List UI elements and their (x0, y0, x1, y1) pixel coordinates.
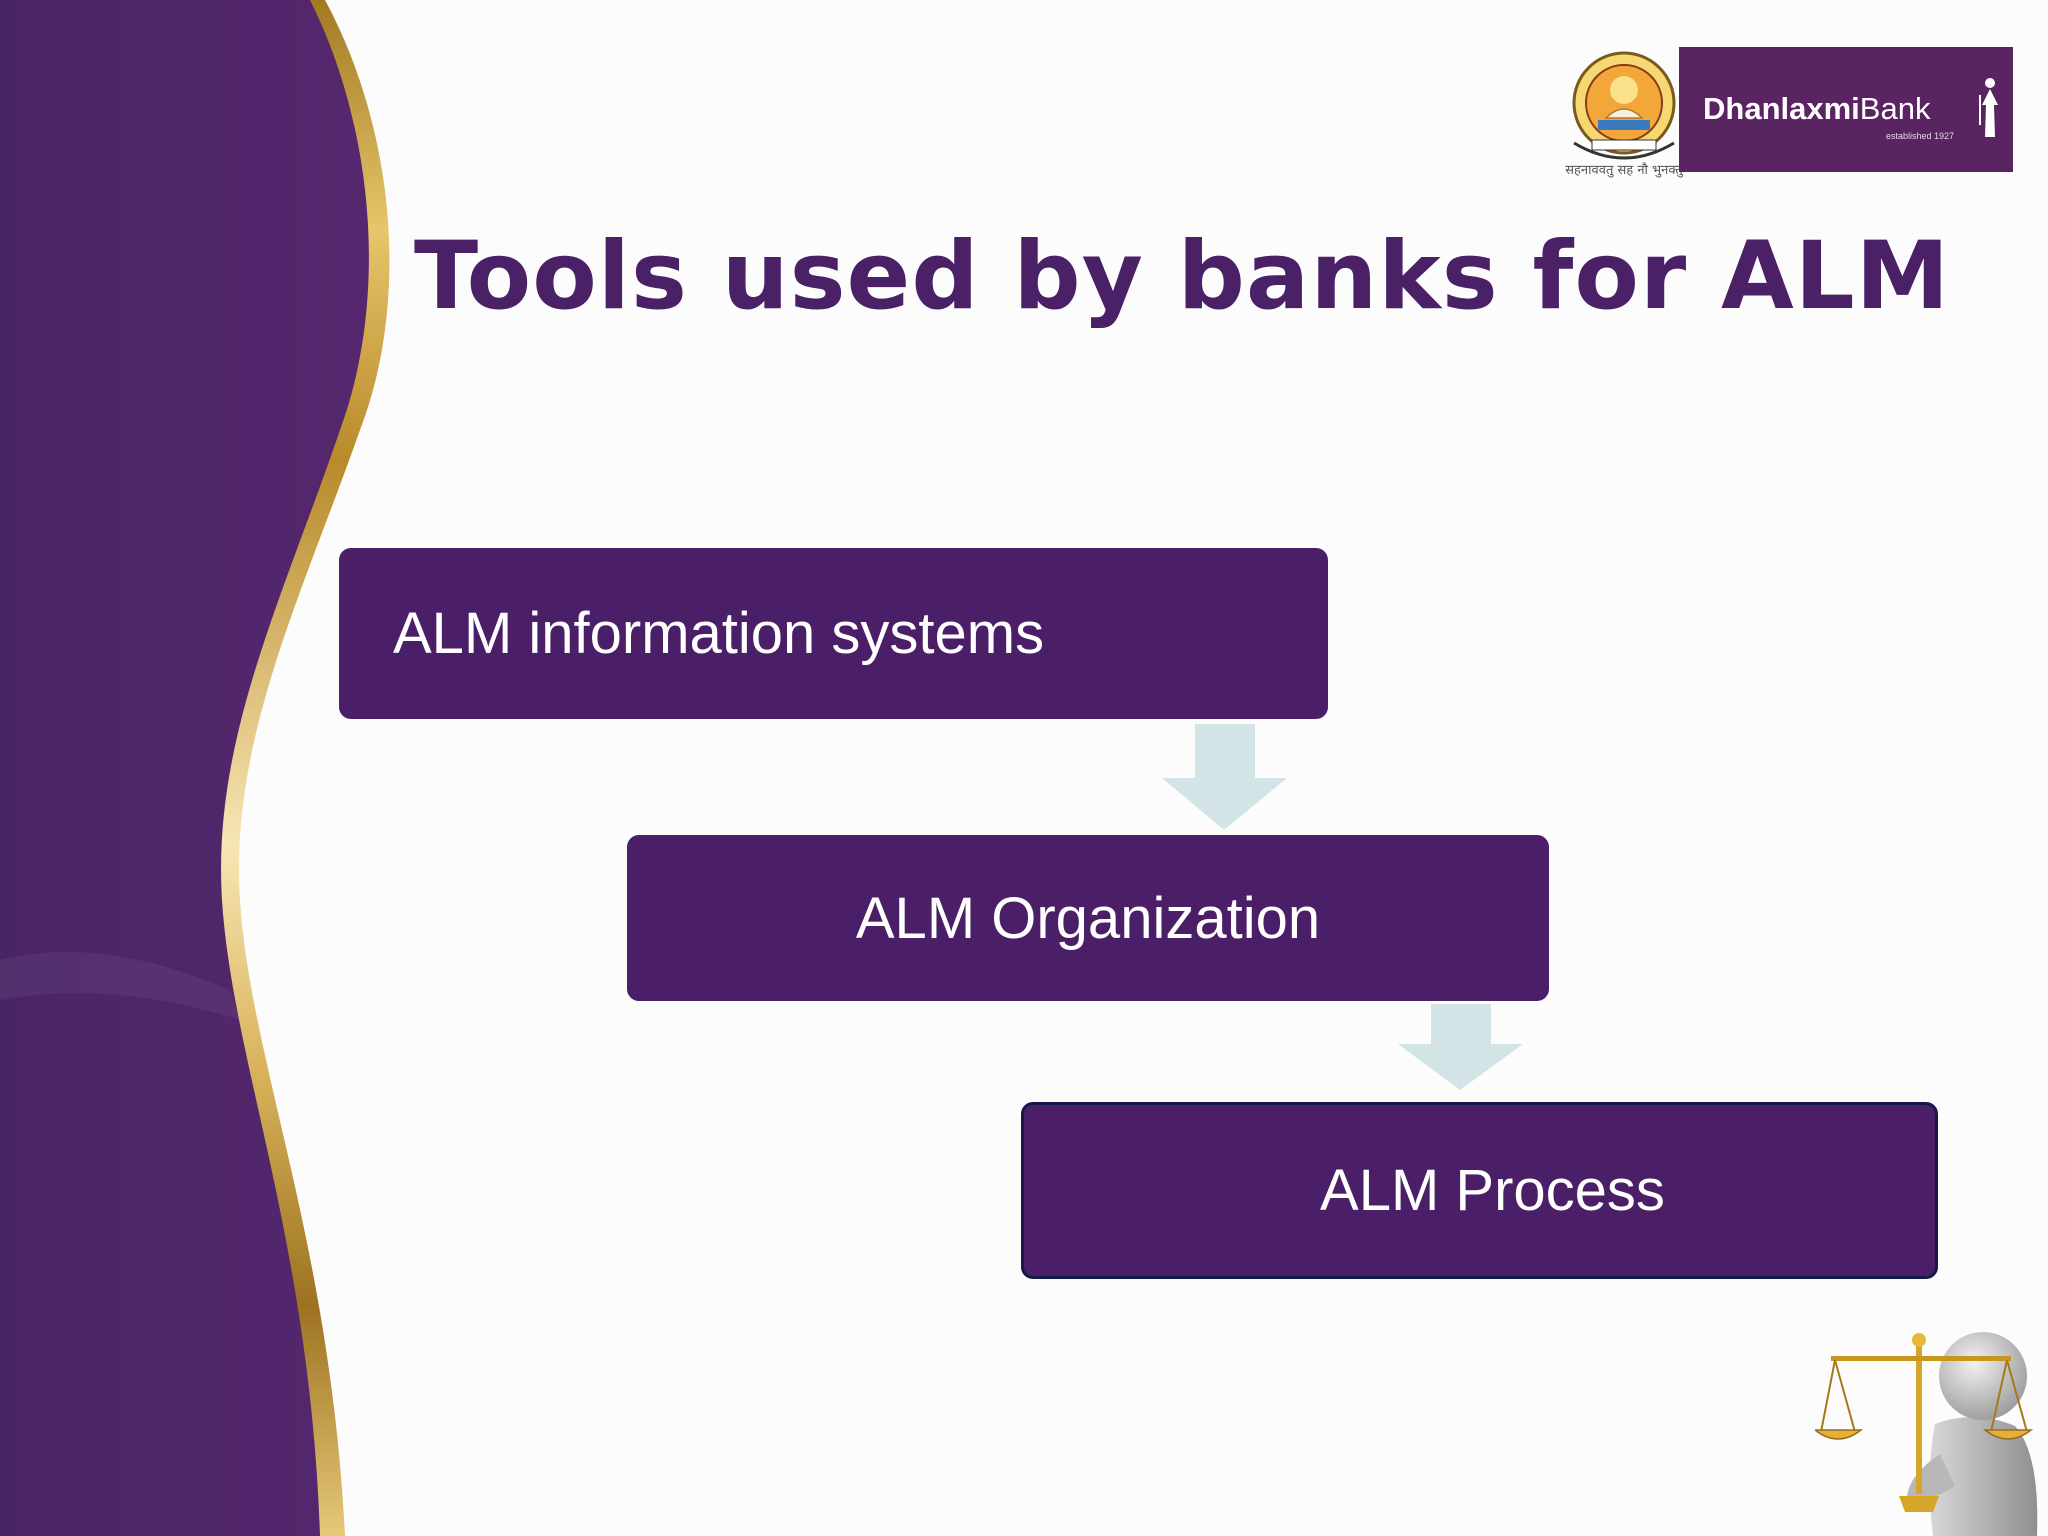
goddess-figure-icon (1979, 78, 1998, 137)
person-holding-scales-icon (1815, 1332, 2038, 1536)
down-arrow-icon (1162, 724, 1287, 830)
purple-gold-wave-decoration (0, 0, 390, 1536)
flow-step-alm-organization: ALM Organization (627, 835, 1549, 1001)
bank-name: DhanlaxmiBank (1703, 91, 1930, 127)
slide-title: Tools used by banks for ALM (414, 222, 1951, 331)
dhanlaxmi-bank-logo: DhanlaxmiBank established 1927 (1679, 47, 2013, 172)
emblem-caption: सहनाववतु सह नौ भुनक्तु (1565, 163, 1683, 178)
flow-step-alm-information-systems: ALM information systems (339, 548, 1328, 719)
flow-step-label: ALM Process (1320, 1158, 1665, 1223)
bank-name-regular: Bank (1859, 91, 1931, 126)
down-arrow-icon (1398, 1004, 1523, 1090)
flow-step-label: ALM information systems (393, 601, 1045, 666)
flow-step-label: ALM Organization (855, 885, 1321, 951)
logos-area: सहनाववतु सह नौ भुनक्तु DhanlaxmiBank est… (1560, 44, 2014, 184)
flow-step-alm-process: ALM Process (1021, 1102, 1938, 1279)
bank-name-bold: Dhanlaxmi (1703, 91, 1860, 126)
university-emblem-icon (1572, 51, 1676, 160)
bank-tagline: established 1927 (1886, 131, 1955, 141)
